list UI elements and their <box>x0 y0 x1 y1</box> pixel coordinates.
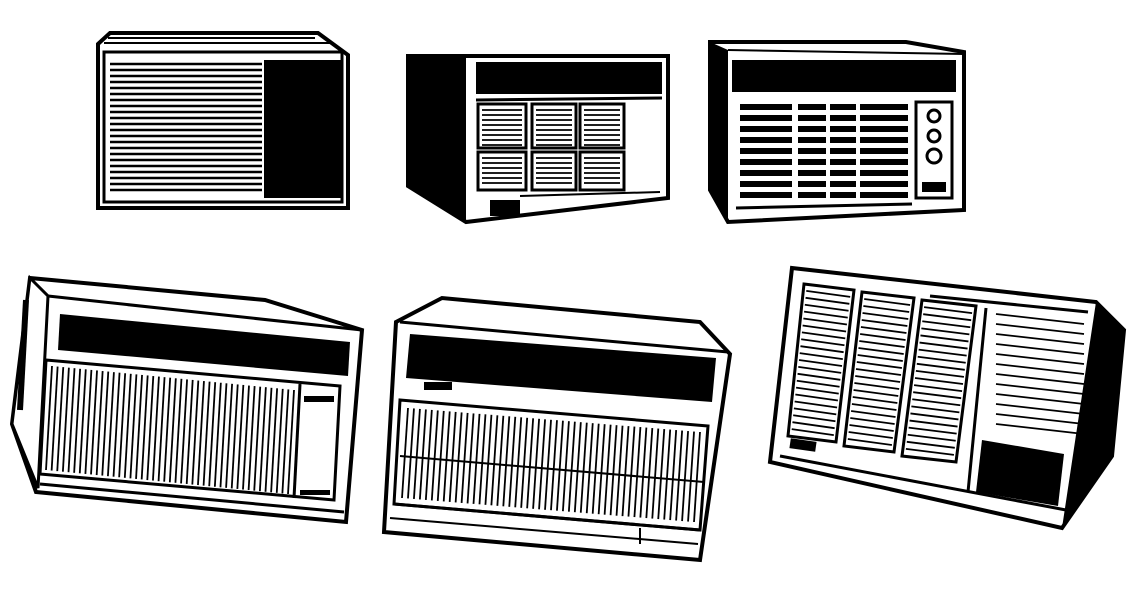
grille-columns <box>786 282 1089 464</box>
top-vent <box>476 62 662 94</box>
top-vent <box>732 60 956 92</box>
knob-1-icon <box>926 108 942 124</box>
air-conditioner-unit-4 <box>9 274 365 525</box>
control-panel <box>976 440 1064 506</box>
grille-panes <box>476 102 626 192</box>
side-louvers <box>995 313 1085 435</box>
air-conditioner-unit-5 <box>381 295 733 563</box>
control-button <box>490 200 520 216</box>
indicator <box>424 382 452 390</box>
louver-slats <box>110 62 262 192</box>
air-conditioner-unit-1 <box>96 31 350 210</box>
air-conditioner-unit-3 <box>708 40 966 225</box>
vertical-fins <box>401 407 701 523</box>
top-vent <box>58 314 350 376</box>
louver-grid <box>735 104 913 210</box>
air-conditioner-unit-6 <box>767 265 1127 531</box>
air-conditioner-unit-2 <box>406 54 670 225</box>
top-vent <box>406 334 716 402</box>
knob-3-icon <box>925 147 943 165</box>
control-panel <box>264 60 342 198</box>
vertical-fins <box>45 365 295 495</box>
knob-2-icon <box>926 128 942 144</box>
panel-label <box>922 182 946 192</box>
